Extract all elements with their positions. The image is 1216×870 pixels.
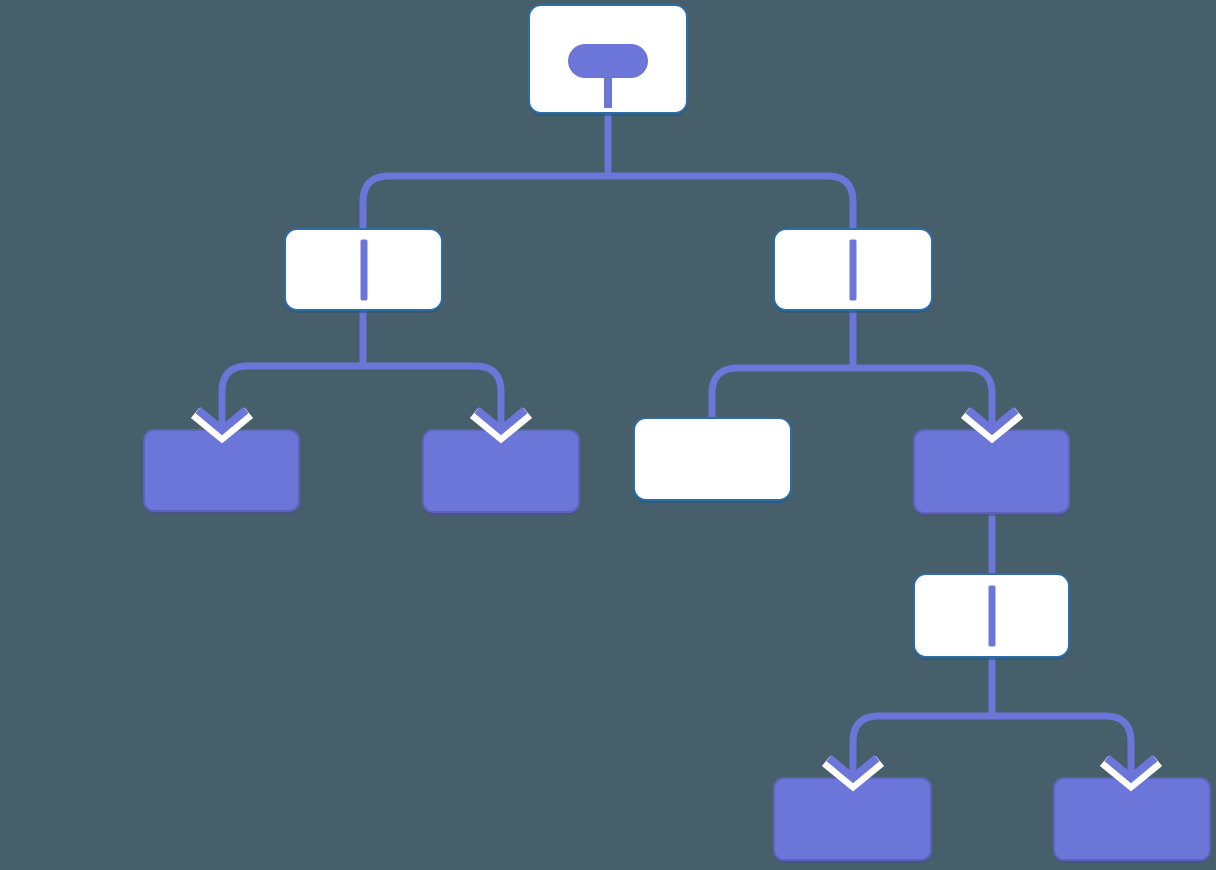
node-leaf-4[interactable] (773, 777, 932, 861)
pass-through-bar-icon (360, 239, 367, 300)
node-leaf-5[interactable] (1053, 777, 1211, 861)
node-branch-right[interactable] (773, 228, 933, 311)
node-branch-left[interactable] (284, 228, 443, 311)
node-branch-bottom[interactable] (913, 573, 1070, 658)
node-child-plain[interactable] (633, 417, 792, 501)
node-leaf-1[interactable] (143, 429, 300, 512)
pass-through-bar-icon (849, 239, 857, 300)
node-leaf-2[interactable] (422, 429, 580, 513)
root-topic-stem-icon (604, 72, 612, 108)
node-root[interactable] (528, 4, 688, 114)
pass-through-bar-icon (988, 585, 995, 646)
node-leaf-3[interactable] (913, 429, 1070, 514)
